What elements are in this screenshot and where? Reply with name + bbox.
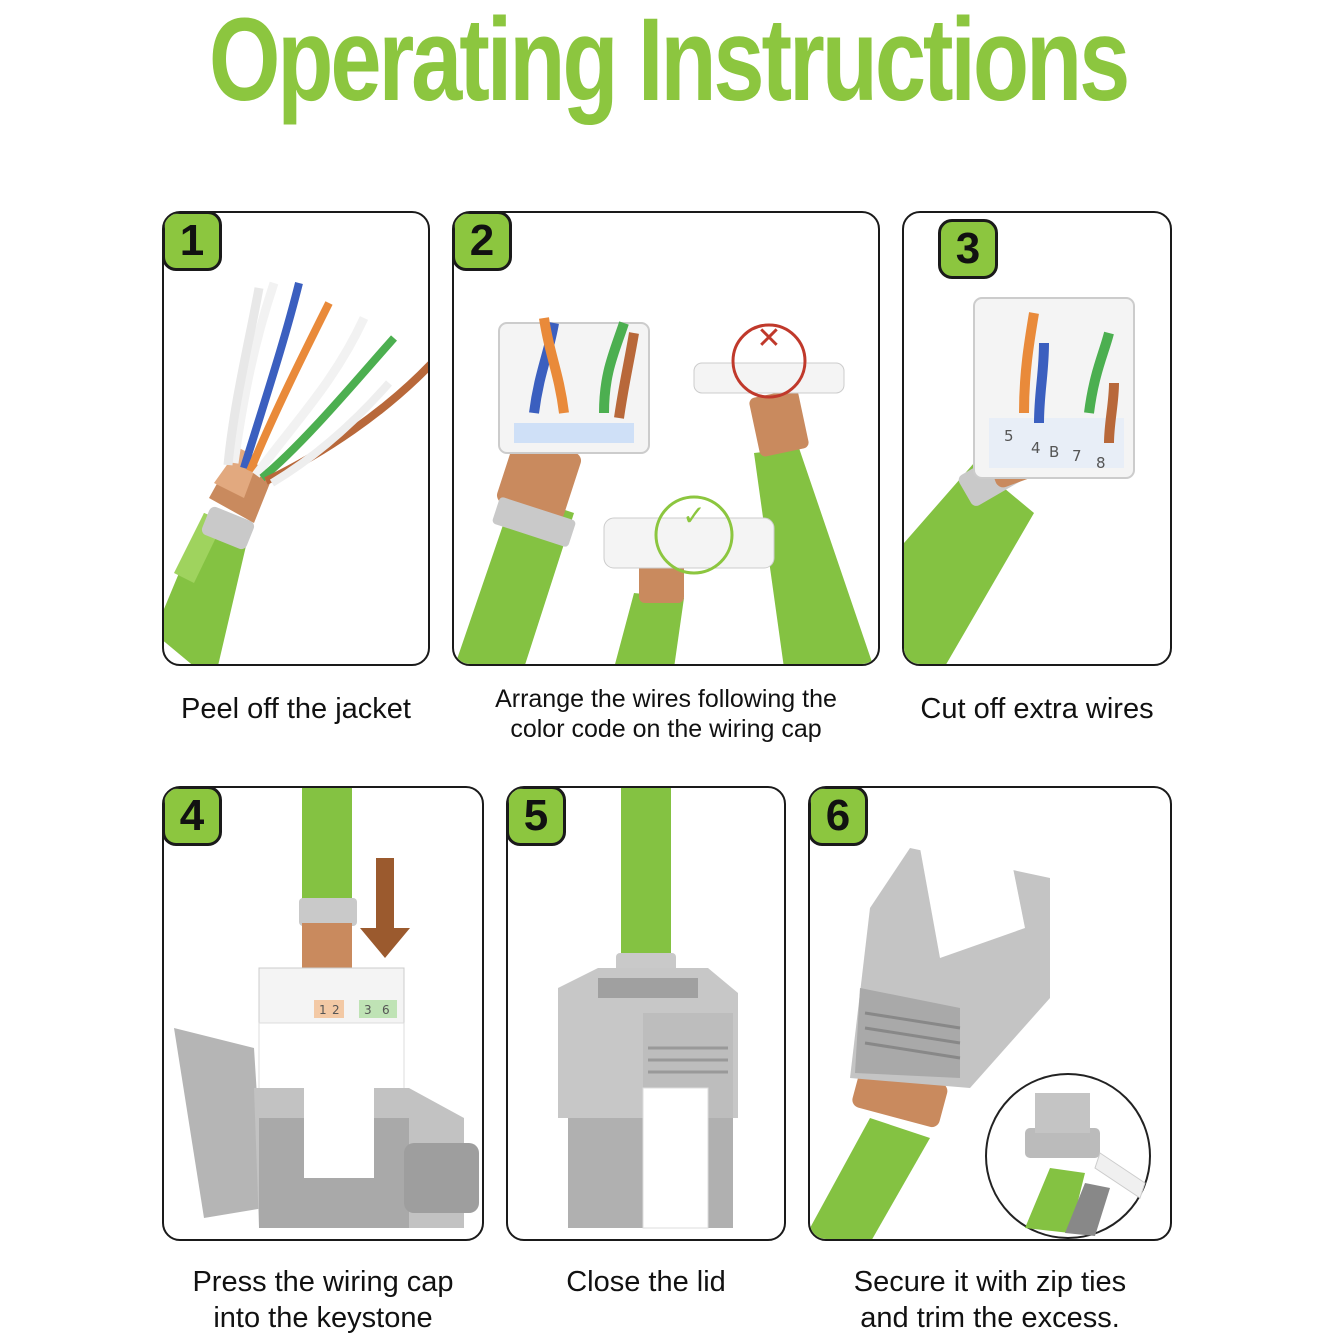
wrong-mark-icon: ✕ <box>756 321 781 356</box>
step-3-panel: 3 5 4 B 7 8 <box>902 211 1172 666</box>
step-4-caption: Press the wiring cap into the keystone <box>162 1264 484 1336</box>
step-1-caption: Peel off the jacket <box>180 693 411 725</box>
cap-label-1: 1 <box>319 1003 327 1017</box>
step-5-panel: 5 <box>506 786 786 1241</box>
step-4-badge: 4 <box>164 788 222 846</box>
step-5-caption: Close the lid <box>566 1266 726 1298</box>
step-1-panel: 1 <box>162 211 430 666</box>
down-arrow-icon <box>360 858 410 958</box>
step-6-caption-line-1: Secure it with zip ties <box>853 1266 1127 1298</box>
page-title: Operating Instructions <box>208 0 1130 126</box>
step-2-panel: 2 ✕ ✓ <box>452 211 880 666</box>
step-6-caption: Secure it with zip ties and trim the exc… <box>808 1264 1172 1336</box>
step-6-caption-line-2: and trim the excess. <box>860 1302 1120 1334</box>
step-1-badge: 1 <box>164 213 222 271</box>
step-6-panel: 6 <box>808 786 1172 1241</box>
step-2-caption-line-1: Arrange the wires following the <box>495 685 837 713</box>
cable-stripped-wires-image <box>164 281 428 664</box>
step-4-caption-line-1: Press the wiring cap <box>192 1266 454 1298</box>
step-5-badge: 5 <box>508 788 566 846</box>
cap-label-5: 5 <box>1004 427 1014 445</box>
closed-keystone-image <box>558 788 738 1229</box>
step-3-badge: 3 <box>938 219 998 279</box>
cap-label-2: 2 <box>332 1003 340 1017</box>
step-3-caption: Cut off extra wires <box>920 693 1154 725</box>
step-6-badge: 6 <box>810 788 868 846</box>
step-2-caption: Arrange the wires following the color co… <box>452 684 880 744</box>
trimmed-wires-image: 5 4 B 7 8 <box>904 297 1135 664</box>
press-cap-image: 1 2 3 6 <box>174 788 479 1228</box>
step-4-caption-line-2: into the keystone <box>213 1302 433 1334</box>
step-4-panel: 4 1 2 3 6 <box>162 786 484 1241</box>
cap-label-6: 6 <box>382 1003 390 1017</box>
zip-tie-image <box>810 848 1151 1239</box>
right-mark-icon: ✓ <box>682 499 705 532</box>
cap-label-8: 8 <box>1096 454 1106 472</box>
cap-label-3: 3 <box>364 1003 372 1017</box>
cap-label-b: B <box>1049 443 1059 461</box>
cap-label-4: 4 <box>1031 439 1041 457</box>
step-2-caption-line-2: color code on the wiring cap <box>510 715 822 743</box>
cap-label-7: 7 <box>1072 447 1082 465</box>
step-2-badge: 2 <box>454 213 512 271</box>
wiring-cap-arrangement-image: ✕ ✓ <box>455 317 873 664</box>
